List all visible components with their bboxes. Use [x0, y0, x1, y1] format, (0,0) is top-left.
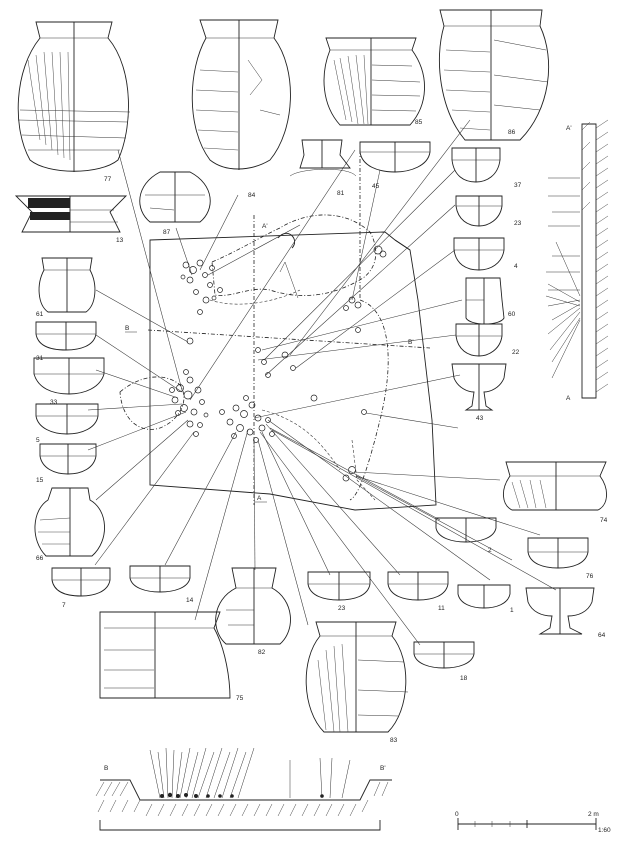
label-18: 18 [460, 675, 468, 682]
vessel-83: 83 [305, 621, 409, 744]
vessel-43: 43 [451, 363, 507, 422]
section-a-finds [545, 177, 581, 379]
vessel-18: 18 [413, 641, 475, 682]
profile-mark-b-prime: B' [380, 765, 386, 772]
label-5: 5 [36, 437, 40, 444]
label-23b: 23 [338, 605, 346, 612]
label-74: 74 [600, 517, 608, 524]
label-86: 86 [508, 129, 516, 136]
vessel-1: 1 [457, 584, 514, 614]
vessel-64: 64 [525, 587, 606, 639]
label-4: 4 [514, 263, 518, 270]
scale-ratio: 1:60 [598, 827, 611, 834]
vessel-5: 5 [35, 403, 99, 444]
label-87: 87 [163, 229, 171, 236]
section-mark-b-prime: B' [408, 339, 414, 346]
vessel-7: 7 [51, 567, 111, 609]
section-b: B B' [95, 747, 392, 831]
label-77: 77 [104, 176, 112, 183]
label-31: 31 [36, 355, 44, 362]
vessel-37: 37 [451, 147, 522, 189]
label-75: 75 [236, 695, 244, 702]
vessel-66: 66 [34, 487, 105, 562]
label-43: 43 [476, 415, 484, 422]
vessel-87: 87 [139, 171, 211, 236]
label-82: 82 [258, 649, 266, 656]
vessel-76: 76 [527, 537, 594, 580]
scale-max: 2 m [588, 811, 599, 818]
vessel-75: 75 [99, 611, 244, 702]
label-76: 76 [586, 573, 594, 580]
label-45: 45 [372, 183, 380, 190]
label-64: 64 [598, 632, 606, 639]
vessel-84: 84 [191, 19, 291, 199]
label-81: 81 [337, 190, 345, 197]
scale-zero: 0 [455, 811, 459, 818]
vessel-11: 11 [387, 571, 449, 612]
profile-find-dots [160, 792, 324, 798]
leader-lines [87, 119, 557, 646]
section-mark-a-top: A' [262, 223, 268, 230]
vessel-23a: 23 [455, 195, 522, 227]
label-14: 14 [186, 597, 194, 604]
cluster-north [180, 259, 217, 315]
profile-finds [149, 747, 351, 799]
vessel-81: 81 [289, 139, 357, 197]
cluster-center [219, 395, 275, 443]
vessel-4: 4 [453, 237, 518, 271]
vessel-22: 22 [455, 323, 520, 357]
label-15: 15 [36, 477, 44, 484]
label-23a: 23 [514, 220, 522, 227]
section-mark-a-bottom: A [257, 495, 262, 502]
find-clusters [169, 245, 387, 482]
label-33: 33 [50, 399, 58, 406]
profile-mark-b: B [104, 765, 108, 772]
label-2: 2 [488, 547, 492, 554]
label-84: 84 [248, 192, 256, 199]
label-85: 85 [415, 119, 423, 126]
vessel-2: 2 [435, 517, 497, 554]
section-mark-b: B [125, 325, 129, 332]
vessel-13: 13 [14, 195, 128, 244]
plan-section-markers: B B' A' A [125, 223, 414, 503]
vessel-33: 33 [33, 357, 105, 406]
cluster-west [169, 369, 209, 437]
label-37: 37 [514, 182, 522, 189]
vessel-23b: 23 [307, 571, 371, 612]
vessel-77: 77 [17, 21, 131, 183]
vessel-61: 61 [36, 257, 96, 318]
vessel-60: 60 [465, 277, 516, 325]
vessel-15: 15 [36, 443, 97, 484]
vessel-85: 85 [323, 37, 425, 126]
label-7: 7 [62, 602, 66, 609]
scale-bar: 0 2 m 1:60 [455, 811, 611, 834]
vessel-74: 74 [503, 461, 608, 524]
label-13: 13 [116, 237, 124, 244]
label-83: 83 [390, 737, 398, 744]
section-a: A' A [545, 119, 609, 402]
pit-plan [119, 150, 437, 511]
vessel-86: 86 [438, 9, 550, 141]
label-60: 60 [508, 311, 516, 318]
vessel-82: 82 [215, 567, 291, 656]
vessel-45: 45 [359, 141, 431, 190]
label-1: 1 [510, 607, 514, 614]
vessel-31: 31 [35, 321, 97, 362]
label-61: 61 [36, 311, 44, 318]
label-11: 11 [438, 605, 445, 612]
label-66: 66 [36, 555, 44, 562]
section-a-bottom-mark: A [566, 395, 571, 402]
vessel-14: 14 [129, 565, 194, 604]
label-22: 22 [512, 349, 520, 356]
section-a-top-mark: A' [566, 125, 572, 132]
